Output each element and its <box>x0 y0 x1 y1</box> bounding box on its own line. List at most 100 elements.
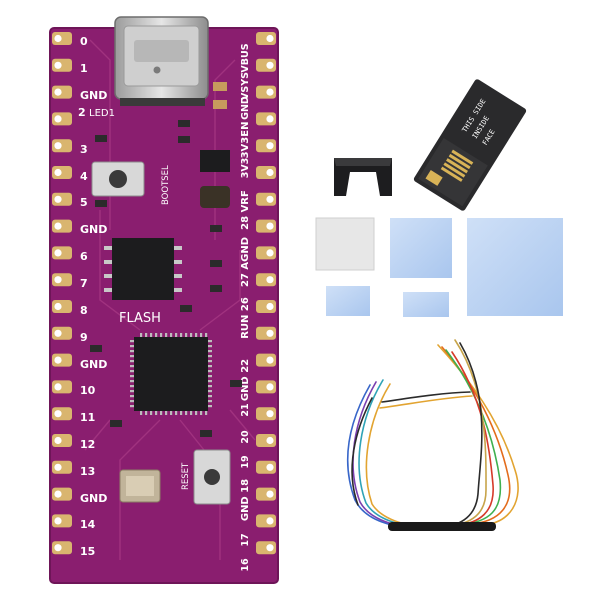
pin-pad <box>256 112 276 126</box>
pin-pad <box>256 460 276 474</box>
left-pin-label: 4 <box>80 170 88 183</box>
right-pin-label: RUN 26 <box>240 297 251 339</box>
left-pin-label: 15 <box>80 545 95 558</box>
resistor <box>110 420 122 427</box>
reset-label: RESET <box>181 462 191 490</box>
pin-pad <box>52 541 72 555</box>
pin-pad <box>256 166 276 179</box>
resistor <box>200 430 212 437</box>
right-pin-label: 16 <box>240 558 251 572</box>
resistor <box>210 260 222 267</box>
resistor <box>178 136 190 143</box>
right-pin-label: VBUS <box>240 43 251 72</box>
heat-shrink-tube <box>388 522 496 531</box>
reset-button <box>193 449 231 505</box>
thermal-pad-blue <box>403 292 449 317</box>
right-pin-label: VSYS <box>240 72 251 100</box>
left-pin-label: 6 <box>80 250 88 263</box>
pin-pad <box>256 407 276 421</box>
right-pin-pads <box>256 32 276 555</box>
flex-contacts <box>440 149 474 182</box>
pin-pad <box>52 32 72 45</box>
left-pin-label: 10 <box>80 384 96 397</box>
left-pin-label: 9 <box>80 331 88 344</box>
usb-c-connector <box>114 16 209 106</box>
resistor <box>178 120 190 127</box>
pin-pad <box>52 246 72 260</box>
pin-pad <box>256 85 276 99</box>
capacitor <box>213 100 227 109</box>
resistor <box>90 345 102 352</box>
resistor <box>95 135 107 142</box>
pin-pad <box>256 300 276 313</box>
right-pin-label: 3V3EN <box>240 122 251 159</box>
pin-pad <box>52 514 72 528</box>
thermal-pad-blue <box>326 286 370 316</box>
left-pin-label: 13 <box>80 465 95 478</box>
left-pin-label: GND <box>80 492 107 505</box>
pin-pad <box>52 353 72 367</box>
resistor <box>210 225 222 232</box>
pin-pad <box>52 326 72 340</box>
resistor <box>230 380 242 387</box>
pin-pad <box>52 85 72 99</box>
led-label: LED1 <box>89 108 115 119</box>
black-clip <box>334 158 392 196</box>
pin-pad <box>256 32 276 45</box>
right-pin-label: 3V3 <box>240 158 251 179</box>
thermal-pad-blue <box>467 218 563 316</box>
resistor <box>210 285 222 292</box>
resistor <box>95 200 107 207</box>
crystal-oscillator <box>119 469 161 503</box>
pin-pad <box>52 166 72 179</box>
pin-pad <box>52 273 72 287</box>
right-pin-label: GND 22 <box>240 359 251 401</box>
resistor <box>180 305 192 312</box>
pin-pad <box>256 139 276 153</box>
right-pin-label: 19 <box>240 455 251 468</box>
pin-pad <box>52 434 72 447</box>
left-pin-label: GND <box>80 223 107 236</box>
left-pin-label: 11 <box>80 411 95 424</box>
flash-label: FLASH <box>119 311 161 326</box>
left-pin-pads <box>52 32 72 555</box>
pin-pad <box>256 353 276 367</box>
bootsel-button <box>91 161 145 197</box>
pin-pad <box>256 514 276 528</box>
flex-adapter-board: THIS SIDE INSIDE FACE <box>413 79 527 211</box>
capacitor <box>213 82 227 91</box>
thermal-pad-blue <box>390 218 452 278</box>
pin-pad <box>52 487 72 501</box>
pin-pad <box>52 300 72 313</box>
right-pin-label: 20 <box>240 430 251 444</box>
bootsel-label: BOOTSEL <box>161 165 171 205</box>
pin-pad <box>256 380 276 394</box>
pin-pad <box>52 192 72 206</box>
right-pin-label: GND <box>240 96 251 120</box>
pin-pad <box>256 192 276 206</box>
left-pin-label: 7 <box>80 277 88 290</box>
right-pin-label: 21 <box>240 403 251 416</box>
left-pin-label: 1 <box>80 62 88 75</box>
pin-pad <box>256 487 276 501</box>
right-pin-label: 27 AGND <box>240 237 251 287</box>
pin-pad <box>256 246 276 260</box>
left-pin-label: 14 <box>80 518 96 531</box>
thermal-pad-grey <box>315 217 375 271</box>
left-pin-label: 8 <box>80 304 88 317</box>
right-pin-label: 17 <box>240 533 251 546</box>
left-pin-label: 3 <box>80 143 88 156</box>
pin-pad <box>52 139 72 153</box>
left-pin-label: 12 <box>80 438 95 451</box>
left-pin-label: GND <box>80 358 107 371</box>
regulator-chip <box>200 150 230 172</box>
pin-pad <box>52 380 72 394</box>
pin-pad <box>52 112 72 126</box>
pin-pad <box>256 58 276 72</box>
thermal-pads <box>315 217 563 317</box>
pin-pad <box>256 326 276 340</box>
led-pin-label: 2 <box>78 106 86 119</box>
